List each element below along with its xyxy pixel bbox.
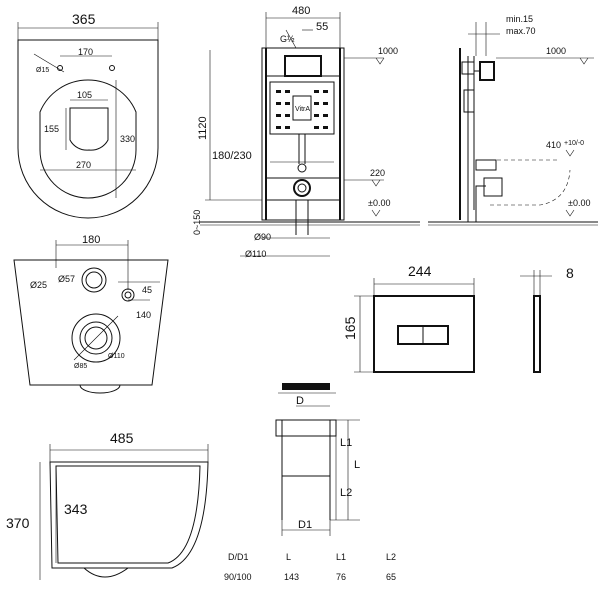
level-220-label: 220 xyxy=(370,168,385,178)
bottom-180-label: 180 xyxy=(82,234,100,246)
bowl-width-label: 270 xyxy=(76,160,91,170)
frame-side-view: min.15 max.70 1000 410 +10/-0 ±0.00 xyxy=(428,14,598,226)
side-level-410-tol: +10/-0 xyxy=(564,140,584,147)
side-inner-height-label: 343 xyxy=(64,501,88,517)
table-cell-L: 143 xyxy=(284,572,299,582)
bowl-side-view: 485 343 370 xyxy=(6,430,209,580)
dim-140-label: 140 xyxy=(136,310,151,320)
dia-90-label: Ø90 xyxy=(254,232,271,242)
level-1000-label: 1000 xyxy=(378,46,398,56)
connector-pipe-view: D L L1 L2 D1 xyxy=(275,383,360,536)
conn-D-label: D xyxy=(296,395,304,407)
conn-L-label: L xyxy=(354,459,360,471)
side-min-label: min.15 xyxy=(506,14,533,24)
table-cell-L1: 76 xyxy=(336,572,346,582)
level-0-label: ±0.00 xyxy=(368,198,390,208)
side-level-1000-label: 1000 xyxy=(546,46,566,56)
side-level-410-label: 410 xyxy=(546,140,561,150)
table-cell-D: 90/100 xyxy=(224,572,252,582)
dia-110-label: Ø110 xyxy=(245,249,266,259)
conn-L2-label: L2 xyxy=(340,487,352,499)
dim-45-label: 45 xyxy=(142,285,152,295)
spacing-label: 180/230 xyxy=(212,150,252,162)
side-length-label: 485 xyxy=(110,430,134,446)
top-width-label: 365 xyxy=(72,11,96,27)
frame-height-label: 1120 xyxy=(197,116,209,140)
button-height-label: 165 xyxy=(342,316,358,340)
table-header-L1: L1 xyxy=(336,552,346,562)
side-total-height-label: 370 xyxy=(6,515,30,531)
connector-table: D/D1 L L1 L2 90/100 143 76 65 xyxy=(224,552,396,582)
dia-25-label: Ø25 xyxy=(30,280,47,290)
holes-distance-label: 170 xyxy=(78,47,93,57)
frame-width-label: 480 xyxy=(292,5,310,17)
adjust-range-label: 0~150 xyxy=(192,210,202,235)
flush-button-view: 244 165 8 xyxy=(342,263,574,373)
dia-85-label: Ø85 xyxy=(74,363,87,370)
button-depth-label: 8 xyxy=(566,265,574,281)
side-max-label: max.70 xyxy=(506,26,536,36)
button-width-label: 244 xyxy=(408,263,432,279)
brand-logo: VitrA xyxy=(295,106,310,113)
pipe-size-label: G½ xyxy=(280,34,295,44)
bowl-bottom-view: 180 Ø25 Ø57 45 140 Ø110 Ø85 xyxy=(13,234,169,394)
dia-110-bottom-label: Ø110 xyxy=(108,353,125,360)
seat-width-label: 105 xyxy=(77,90,92,100)
bowl-depth-label: 330 xyxy=(120,134,135,144)
table-cell-L2: 65 xyxy=(386,572,396,582)
conn-D1-label: D1 xyxy=(298,519,312,531)
frame-offset-label: 55 xyxy=(316,21,328,33)
hole-dia-label: Ø15 xyxy=(36,67,49,74)
bowl-top-view: 365 170 Ø15 105 155 330 270 xyxy=(17,11,159,219)
side-level-0-label: ±0.00 xyxy=(568,198,590,208)
table-header-L2: L2 xyxy=(386,552,396,562)
dia-57-label: Ø57 xyxy=(58,274,75,284)
conn-L1-label: L1 xyxy=(340,437,352,449)
frame-front-view: VitrA 480 55 G½ 1120 1000 180/230 220 ±0… xyxy=(192,5,420,259)
table-header-D: D/D1 xyxy=(228,552,249,562)
tank-holes xyxy=(276,90,328,129)
seat-height-label: 155 xyxy=(44,124,59,134)
table-header-L: L xyxy=(286,552,291,562)
